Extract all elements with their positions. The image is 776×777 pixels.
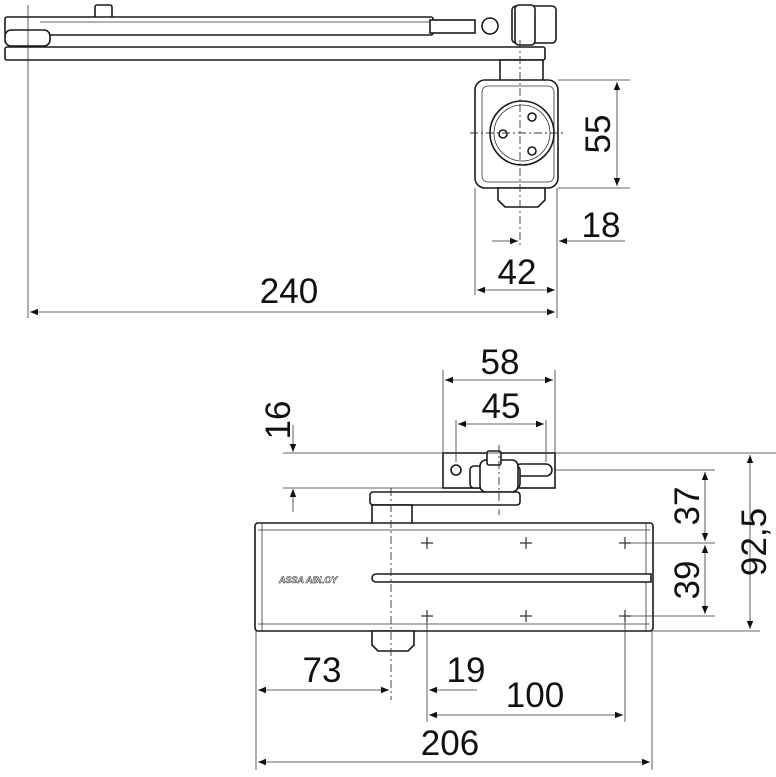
dim-100: 100 [506, 676, 564, 715]
front-view-dimensions: 58 45 16 37 39 92,5 73 19 100 206 [255, 343, 776, 770]
front-view: ASSA ABLOY [254, 343, 776, 770]
dim-92-5: 92,5 [735, 508, 774, 576]
adjust-knob [94, 4, 113, 19]
dim-16: 16 [259, 401, 298, 440]
body-slot [371, 573, 652, 583]
top-view: 240 42 18 55 [4, 4, 630, 318]
bracket-hole [450, 464, 462, 476]
bottom-shaft-cap [371, 630, 415, 652]
dim-45: 45 [482, 387, 521, 426]
dim-58: 58 [481, 343, 520, 382]
pinion-shaft [499, 59, 544, 83]
closer-arm [369, 491, 521, 506]
link-pin [481, 17, 499, 35]
upper-arm [4, 16, 434, 36]
dim-19: 19 [447, 651, 486, 690]
shaft-block [371, 504, 413, 525]
dim-206: 206 [421, 724, 479, 763]
dim-37: 37 [668, 487, 707, 526]
bottom-cap [497, 187, 546, 208]
arm-joint [4, 29, 51, 47]
dim-18: 18 [582, 206, 621, 245]
dim-73: 73 [303, 651, 342, 690]
dim-39: 39 [668, 561, 707, 600]
arm-assembly [4, 4, 557, 83]
link-rod [429, 19, 476, 34]
dim-240: 240 [260, 272, 318, 311]
assa-abloy-logo: ASSA ABLOY [278, 575, 338, 585]
dim-55: 55 [579, 115, 618, 154]
top-view-dimensions: 240 42 18 55 [27, 5, 630, 318]
dim-42: 42 [498, 253, 537, 292]
lower-arm [4, 46, 546, 61]
bracket [442, 450, 556, 493]
closer-body-top [470, 40, 565, 245]
